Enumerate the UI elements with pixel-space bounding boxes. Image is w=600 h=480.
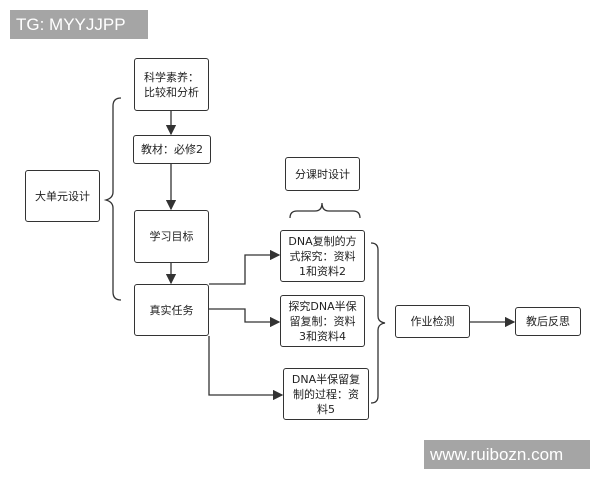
node-lesson1: DNA复制的方 式探究：资料 1和资料2	[280, 230, 365, 282]
arrow-task-lesson3	[208, 336, 284, 401]
watermark-bottom: www.ruibozn.com	[424, 440, 590, 469]
node-literacy: 科学素养： 比较和分析	[134, 58, 209, 111]
top-brace	[289, 202, 361, 219]
node-textbook: 教材：必修2	[133, 135, 211, 164]
left-brace	[103, 97, 122, 301]
node-big-unit: 大单元设计	[25, 170, 100, 222]
node-goals: 学习目标	[134, 210, 209, 263]
node-homework: 作业检测	[395, 305, 470, 338]
arrow-task-lesson2	[209, 308, 281, 328]
node-lesson-design: 分课时设计	[285, 157, 360, 191]
node-task: 真实任务	[134, 284, 209, 336]
watermark-top: TG: MYYJJPP	[10, 10, 148, 39]
arrow-task-lesson1	[209, 249, 281, 285]
node-lesson2: 探究DNA半保 留复制：资料 3和资料4	[280, 295, 365, 347]
right-brace	[370, 242, 386, 404]
node-lesson3: DNA半保留复 制的过程：资 料5	[283, 368, 369, 420]
node-reflection: 教后反思	[515, 307, 581, 336]
